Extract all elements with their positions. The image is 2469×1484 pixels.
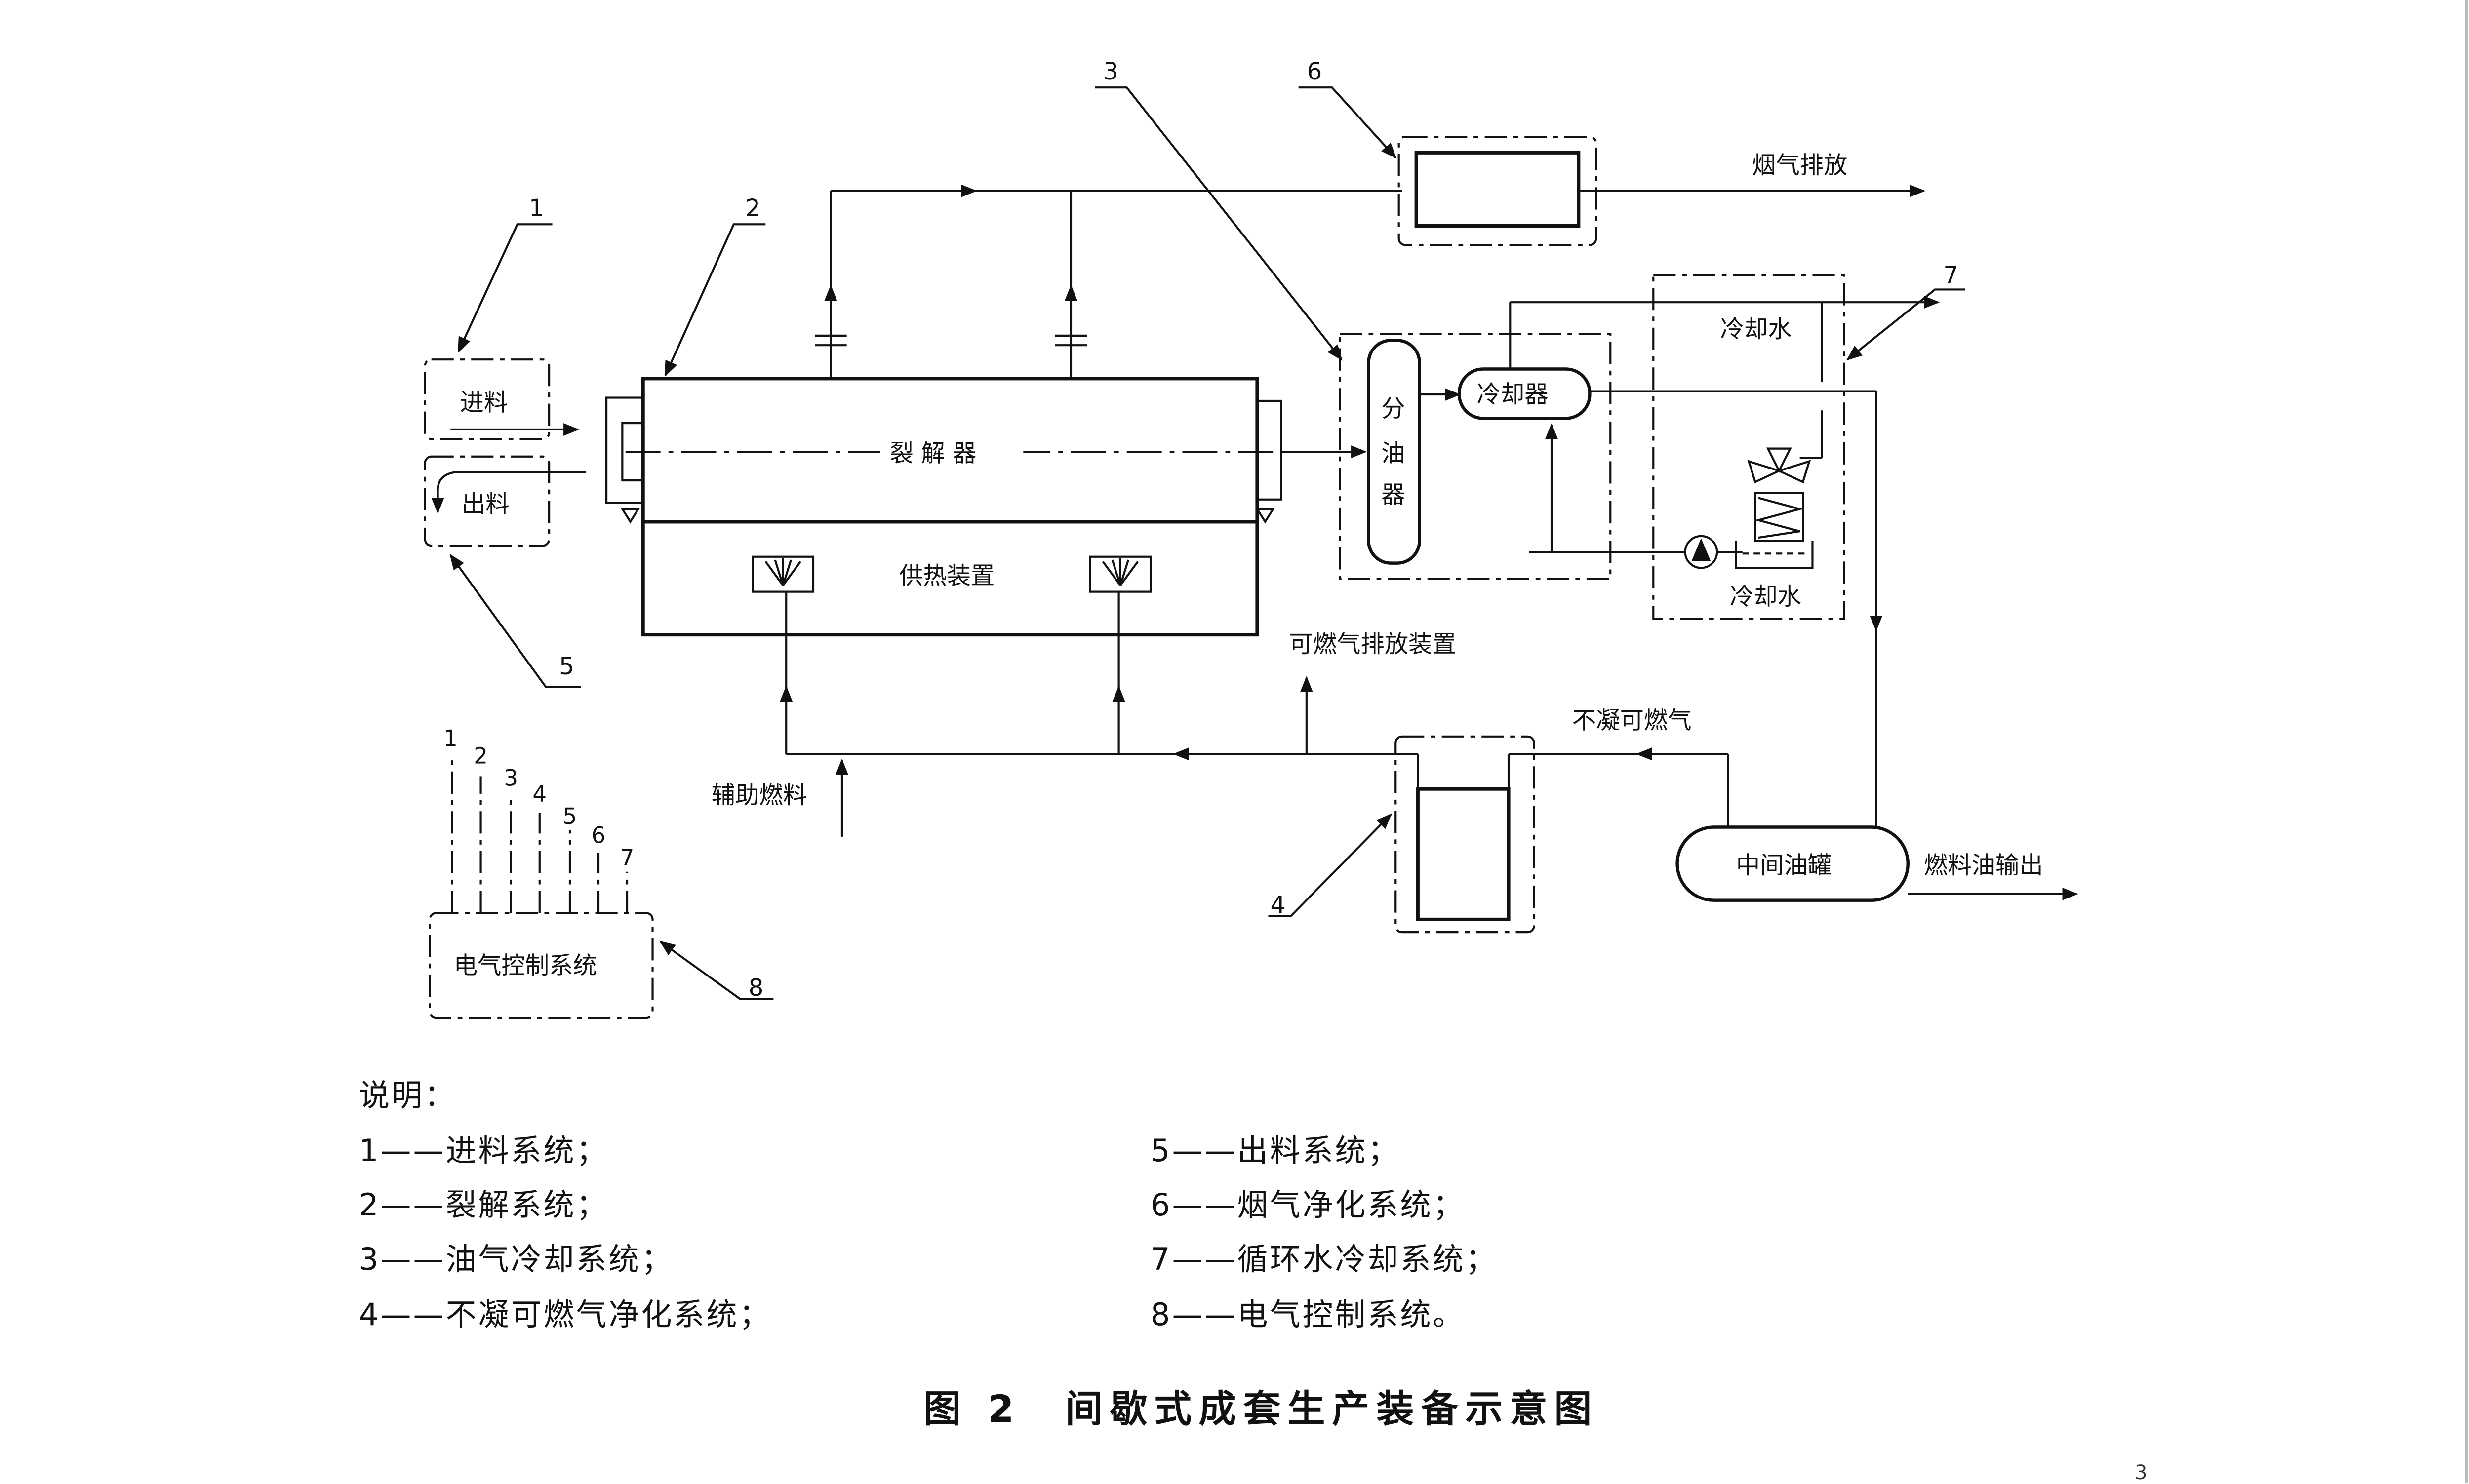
cooler-label: 冷却器 bbox=[1477, 381, 1549, 408]
figure-caption: 图 2 间歇式成套生产装备示意图 bbox=[923, 1387, 1599, 1431]
flue-gas-label: 烟气排放 bbox=[1752, 152, 1847, 179]
separator-label-3: 器 bbox=[1381, 481, 1405, 508]
separator-label-1: 分 bbox=[1381, 395, 1405, 423]
cooling-water-top-label: 冷却水 bbox=[1720, 315, 1792, 343]
oil-tank-label: 中间油罐 bbox=[1736, 852, 1832, 879]
discharge-box bbox=[424, 455, 551, 547]
control-input-4: 4 bbox=[532, 781, 547, 807]
legend-item-3: 3——油气冷却系统； bbox=[359, 1241, 674, 1277]
feed-box bbox=[424, 358, 551, 440]
gas-purifier bbox=[1394, 735, 1535, 934]
callout-4: 4 bbox=[1270, 891, 1285, 919]
burner-right bbox=[1089, 555, 1152, 593]
burner-left bbox=[752, 555, 815, 593]
control-input-6: 6 bbox=[592, 822, 606, 849]
water-cooling-system bbox=[1652, 274, 1845, 620]
callout-5: 5 bbox=[559, 653, 574, 680]
fuel-oil-output-label: 燃料油输出 bbox=[1924, 852, 2043, 879]
control-system-label: 电气控制系统 bbox=[454, 952, 597, 979]
combustible-vent-label: 可燃气排放装置 bbox=[1289, 630, 1456, 658]
cooling-water-bottom-label: 冷却水 bbox=[1730, 583, 1801, 610]
control-system-box bbox=[429, 912, 654, 1019]
callout-8: 8 bbox=[749, 974, 764, 1002]
intermediate-oil-tank bbox=[1675, 825, 1910, 902]
oil-gas-cooling-system bbox=[1339, 333, 1612, 580]
control-input-2: 2 bbox=[474, 743, 488, 769]
legend-item-6: 6——烟气净化系统； bbox=[1151, 1187, 1466, 1223]
noncondensable-gas-label: 不凝可燃气 bbox=[1572, 707, 1692, 735]
legend-item-7: 7——循环水冷却系统； bbox=[1151, 1241, 1498, 1277]
aux-fuel-label: 辅助燃料 bbox=[712, 781, 807, 809]
legend-item-4: 4——不凝可燃气净化系统； bbox=[359, 1296, 772, 1332]
control-input-5: 5 bbox=[563, 803, 577, 829]
discharge-label: 出料 bbox=[462, 491, 510, 518]
oil-separator bbox=[1367, 339, 1421, 565]
legend-title: 说明： bbox=[359, 1077, 457, 1113]
page-number: 3 bbox=[2135, 1461, 2148, 1484]
callout-3: 3 bbox=[1103, 58, 1118, 85]
control-input-7: 7 bbox=[620, 845, 635, 871]
legend-item-2: 2——裂解系统； bbox=[359, 1187, 609, 1223]
feed-label: 进料 bbox=[460, 389, 508, 416]
cooling-tower bbox=[1754, 492, 1804, 542]
callout-7: 7 bbox=[1943, 262, 1958, 289]
cooler bbox=[1457, 367, 1592, 420]
heater-unit bbox=[641, 520, 1259, 637]
heater-label: 供热装置 bbox=[899, 562, 995, 590]
control-input-3: 3 bbox=[504, 765, 518, 791]
legend-item-8: 8——电气控制系统。 bbox=[1151, 1296, 1466, 1332]
control-input-1: 1 bbox=[443, 725, 458, 751]
callout-6: 6 bbox=[1307, 58, 1322, 85]
reactor-label: 裂 解 器 bbox=[890, 439, 977, 467]
legend-item-5: 5——出料系统； bbox=[1151, 1133, 1400, 1169]
legend-item-1: 1——进料系统； bbox=[359, 1133, 609, 1169]
callout-2: 2 bbox=[745, 195, 760, 222]
separator-label-2: 油 bbox=[1381, 439, 1405, 467]
callout-1: 1 bbox=[529, 195, 544, 222]
